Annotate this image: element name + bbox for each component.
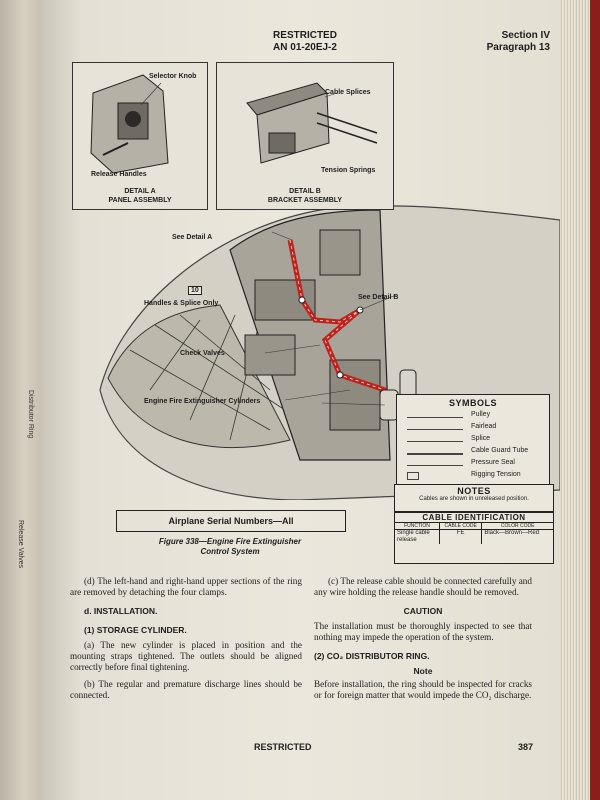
symbols-title: SYMBOLS (448, 398, 497, 408)
manual-page: RESTRICTED AN 01-20EJ-2 Section IV Parag… (40, 0, 560, 800)
detail-b-subtitle: BRACKET ASSEMBLY (267, 197, 343, 204)
splice-symbol-icon (407, 441, 463, 442)
symbol-label: Pressure Seal (471, 459, 515, 466)
right-text-column: (c) The release cable should be connecte… (314, 576, 532, 707)
column-header: COLOR CODE (481, 523, 553, 530)
pressure-seal-symbol-icon (407, 465, 463, 466)
callout-cable-splices: Cable Splices (325, 89, 371, 96)
document-number: AN 01-20EJ-2 (273, 42, 337, 53)
figure-caption: Figure 338—Engine Fire Extinguisher Cont… (100, 537, 360, 557)
left-page-edge: Distributor Ring Release Valves (0, 0, 40, 800)
symbol-label: Rigging Tension (471, 471, 521, 478)
symbol-label: Cable Guard Tube (471, 447, 529, 454)
section-label: Section IV (501, 30, 550, 41)
callout-selector-knob: Selector Knob (149, 73, 197, 80)
left-page-fragment: Release Valves (17, 520, 24, 569)
figure-caption-line-2: Control System (200, 547, 260, 556)
cable-identification-table: CABLE IDENTIFICATION FUNCTION CABLE CODE… (394, 512, 554, 564)
detail-a-caption: DETAIL A PANEL ASSEMBLY (73, 187, 207, 205)
bracket-assembly-drawing (246, 82, 378, 164)
symbol-label: Splice (471, 435, 491, 442)
subsection-heading: (1) STORAGE CYLINDER. (84, 625, 187, 635)
caution-title: CAUTION (403, 606, 443, 616)
cable-id-grid: FUNCTION CABLE CODE COLOR CODE Single ca… (395, 523, 553, 544)
rigging-tension-value: 10 (188, 286, 202, 295)
page-header-center: RESTRICTED AN 01-20EJ-2 (240, 30, 370, 54)
page-number: 387 (518, 742, 534, 752)
notes-box: NOTES Cables are shown in unreleased pos… (394, 484, 554, 512)
page-header-right: Section IV Paragraph 13 (470, 30, 550, 54)
note-text: Before installation, the ring should be … (314, 679, 532, 700)
detail-a-subtitle: PANEL ASSEMBLY (108, 197, 172, 204)
rigging-tension-symbol-icon (407, 472, 419, 480)
serial-numbers-box: Airplane Serial Numbers—All (116, 510, 346, 532)
callout-release-handles: Release Handles (91, 171, 147, 178)
restricted-label: RESTRICTED (273, 30, 337, 41)
footer-restricted: RESTRICTED (254, 742, 312, 752)
paragraph: (d) The left-hand and right-hand upper s… (70, 576, 302, 597)
section-heading: d. INSTALLATION. (84, 606, 158, 616)
callout-check-valves: Check Valves (180, 350, 225, 357)
column-header: FUNCTION (395, 523, 440, 530)
panel-assembly-drawing (90, 74, 169, 174)
paragraph-label: Paragraph 13 (486, 42, 550, 53)
notes-text: Cables are shown in unreleased position. (419, 496, 529, 502)
cable-id-title: CABLE IDENTIFICATION (395, 513, 553, 523)
callout-handles-splice: Handles & Splice Only (144, 300, 219, 307)
table-cell: Black—Brown—Red (484, 530, 540, 536)
subsection-heading: (2) CO₂ DISTRIBUTOR RING. (314, 651, 430, 661)
symbol-label: Fairlead (471, 423, 497, 430)
callout-tension-springs: Tension Springs (321, 167, 376, 174)
detail-a-title: DETAIL A (124, 188, 156, 195)
detail-b-caption: DETAIL B BRACKET ASSEMBLY (217, 187, 393, 205)
left-page-fragment: Distributor Ring (27, 390, 34, 439)
column-header: CABLE CODE (439, 523, 483, 530)
fairlead-symbol-icon (407, 429, 463, 430)
detail-b-bracket: Cable Splices Tension Springs DETAIL B B… (216, 62, 394, 210)
paragraph: (b) The regular and premature discharge … (70, 679, 302, 700)
paragraph: (c) The release cable should be connecte… (314, 576, 532, 597)
cable-guard-tube-symbol-icon (407, 453, 463, 455)
table-cell: FE (439, 529, 483, 544)
detail-b-title: DETAIL B (289, 188, 321, 195)
figure-caption-line-1: Figure 338—Engine Fire Extinguisher (158, 537, 302, 546)
table-cell: Single cable release (395, 529, 440, 544)
note-title: Note (413, 666, 433, 676)
callout-extinguisher-cylinders: Engine Fire Extinguisher Cylinders (144, 398, 261, 405)
left-text-column: (d) The left-hand and right-hand upper s… (70, 576, 302, 707)
table-row: Single cable release FE Black—Brown—Red (395, 529, 553, 544)
callout-see-detail-a: See Detail A (172, 234, 213, 241)
page-stack-edge (560, 0, 600, 800)
detail-a-panel: Selector Knob Release Handles DETAIL A P… (72, 62, 208, 210)
caution-text: The installation must be thoroughly insp… (314, 621, 532, 642)
paragraph: (a) The new cylinder is placed in positi… (70, 640, 302, 672)
notes-title: NOTES (457, 486, 491, 496)
symbol-label: Pulley (471, 411, 491, 418)
pulley-symbol-icon (407, 417, 463, 418)
callout-see-detail-b: See Detail B (358, 294, 399, 301)
symbols-legend: SYMBOLS Pulley Fairlead Splice Cable Gua… (396, 394, 550, 486)
